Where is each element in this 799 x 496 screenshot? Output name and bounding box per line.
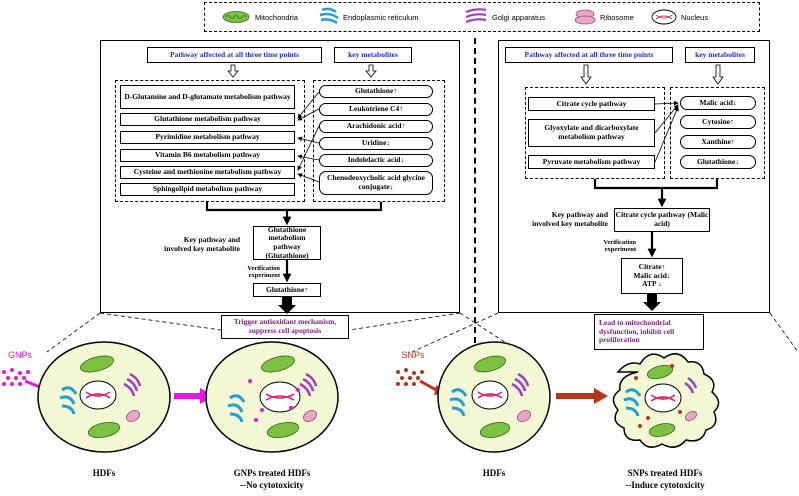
gnps-effect-label: --No cytotoxicity <box>240 480 304 490</box>
gnp-particles <box>2 368 30 386</box>
left-metabolite-item: Chenodeoxycholic acid glycine conjugate↓ <box>319 171 433 195</box>
right-pathway-item: Citrate cycle pathway <box>528 97 655 111</box>
legend-ribosome: Ribosome <box>600 13 634 22</box>
center-divider <box>474 38 476 343</box>
legend-nucleus: Nucleus <box>681 13 709 22</box>
left-pathway-item: Sphingolipid metabolism pathway <box>120 183 295 196</box>
nucleus-icon <box>651 9 677 25</box>
ribosome-icon <box>574 9 596 25</box>
left-metabolite-item: Leukotriene C4↑ <box>319 103 433 116</box>
mitochondria-icon <box>222 11 250 23</box>
left-verification-result: Glutathione↑ <box>253 283 321 297</box>
snp-treated-cell <box>612 353 720 448</box>
left-pathway-item: Pyrimidine metabolism pathway <box>120 131 295 144</box>
right-metabolite-item: Glutathione↓ <box>680 155 756 169</box>
right-metabolite-item: Cytosine↑ <box>680 115 756 129</box>
right-pathways-group <box>525 87 665 179</box>
left-metabolite-item: Arachidonic acid↑ <box>319 120 433 133</box>
legend-golgi: Golgi apparatus <box>492 13 545 22</box>
snps-treated-label: SNPs treated HDFs <box>627 468 703 478</box>
right-pathway-item: Pyruvate metabolism pathway <box>528 155 655 169</box>
left-key-pathway: Glutathione metabolism pathway (Glutathi… <box>253 225 321 260</box>
right-metabolites-header: key metabolites <box>685 47 755 63</box>
right-pathway-item: Glyoxylate and dicarboxylate metabolism … <box>528 119 655 147</box>
snps-effect-label: --Induce cytotoxicity <box>625 480 705 490</box>
right-key-label: Key pathway and involved key metabolite <box>532 210 608 228</box>
right-outcome: Lead to mitochondrial dysfunction, inhib… <box>594 314 704 350</box>
left-pathway-item: Glutathione metabolism pathway <box>120 113 295 126</box>
left-pathways-group <box>115 80 305 202</box>
gnp-treated-cell <box>205 341 339 453</box>
hollow-arrow <box>227 64 724 85</box>
left-pathway-item: Cysteine and methionine metabolism pathw… <box>120 166 295 179</box>
right-panel-frame <box>498 40 770 313</box>
left-metabolite-item: Uridine↓ <box>319 137 433 150</box>
legend-box <box>204 2 760 32</box>
left-metabolite-item: Indolelactic acid↓ <box>319 154 433 167</box>
snp-particles <box>396 368 424 386</box>
right-metabolite-item: Xanthine↑ <box>680 135 756 149</box>
hdfs-left-label: HDFs <box>92 468 116 478</box>
left-outcome: Trigger antioxidant mechanism, suppress … <box>221 315 349 339</box>
left-panel-frame <box>100 40 460 313</box>
legend-mitochondria: Mitochondria <box>255 13 298 22</box>
left-metabolite-item: Glutathione↑ <box>319 85 433 98</box>
gnps-label: GNPs <box>7 350 32 360</box>
golgi-apparatus-icon <box>465 8 487 24</box>
verification-atp: ATP ↓ <box>642 279 662 289</box>
left-pathway-item: Vitamin B6 metabolism pathway <box>120 149 295 162</box>
left-pathway-header: Pathway affected at all three time point… <box>147 47 322 63</box>
verification-malic-acid: Malic acid↓ <box>633 270 671 280</box>
right-key-pathway: Citrate cycle pathway (Malic acid) <box>614 208 710 232</box>
snps-label: SNPs <box>401 350 425 360</box>
hdf-cell-left <box>37 341 171 453</box>
hdfs-right-label: HDFs <box>482 468 506 478</box>
right-pathway-header: Pathway affected at all three time point… <box>505 47 673 63</box>
left-metabolites-header: key metabolites <box>334 47 412 63</box>
left-verification-label: Verification experiment <box>247 265 280 280</box>
left-key-label: Key pathway and involved key metabolite <box>164 235 240 253</box>
left-pathway-item: D-Glutamine and D-glutamate metabolism p… <box>120 85 295 109</box>
right-verification-result: Citrate↑ Malic acid↓ ATP ↓ <box>621 258 683 294</box>
right-verification-label: Verification experiment <box>603 239 636 254</box>
legend-er: Endoplasmic reticulum <box>343 13 419 22</box>
right-metabolite-item: Malic acid↓ <box>680 96 756 110</box>
hdf-cell-right <box>437 341 551 453</box>
verification-citrate: Citrate↑ <box>638 262 666 272</box>
gnps-treated-label: GNPs treated HDFs <box>233 468 311 478</box>
right-metabolites-group <box>670 87 765 179</box>
endoplasmic-reticulum-icon <box>319 7 339 25</box>
left-metabolites-group <box>313 80 445 202</box>
